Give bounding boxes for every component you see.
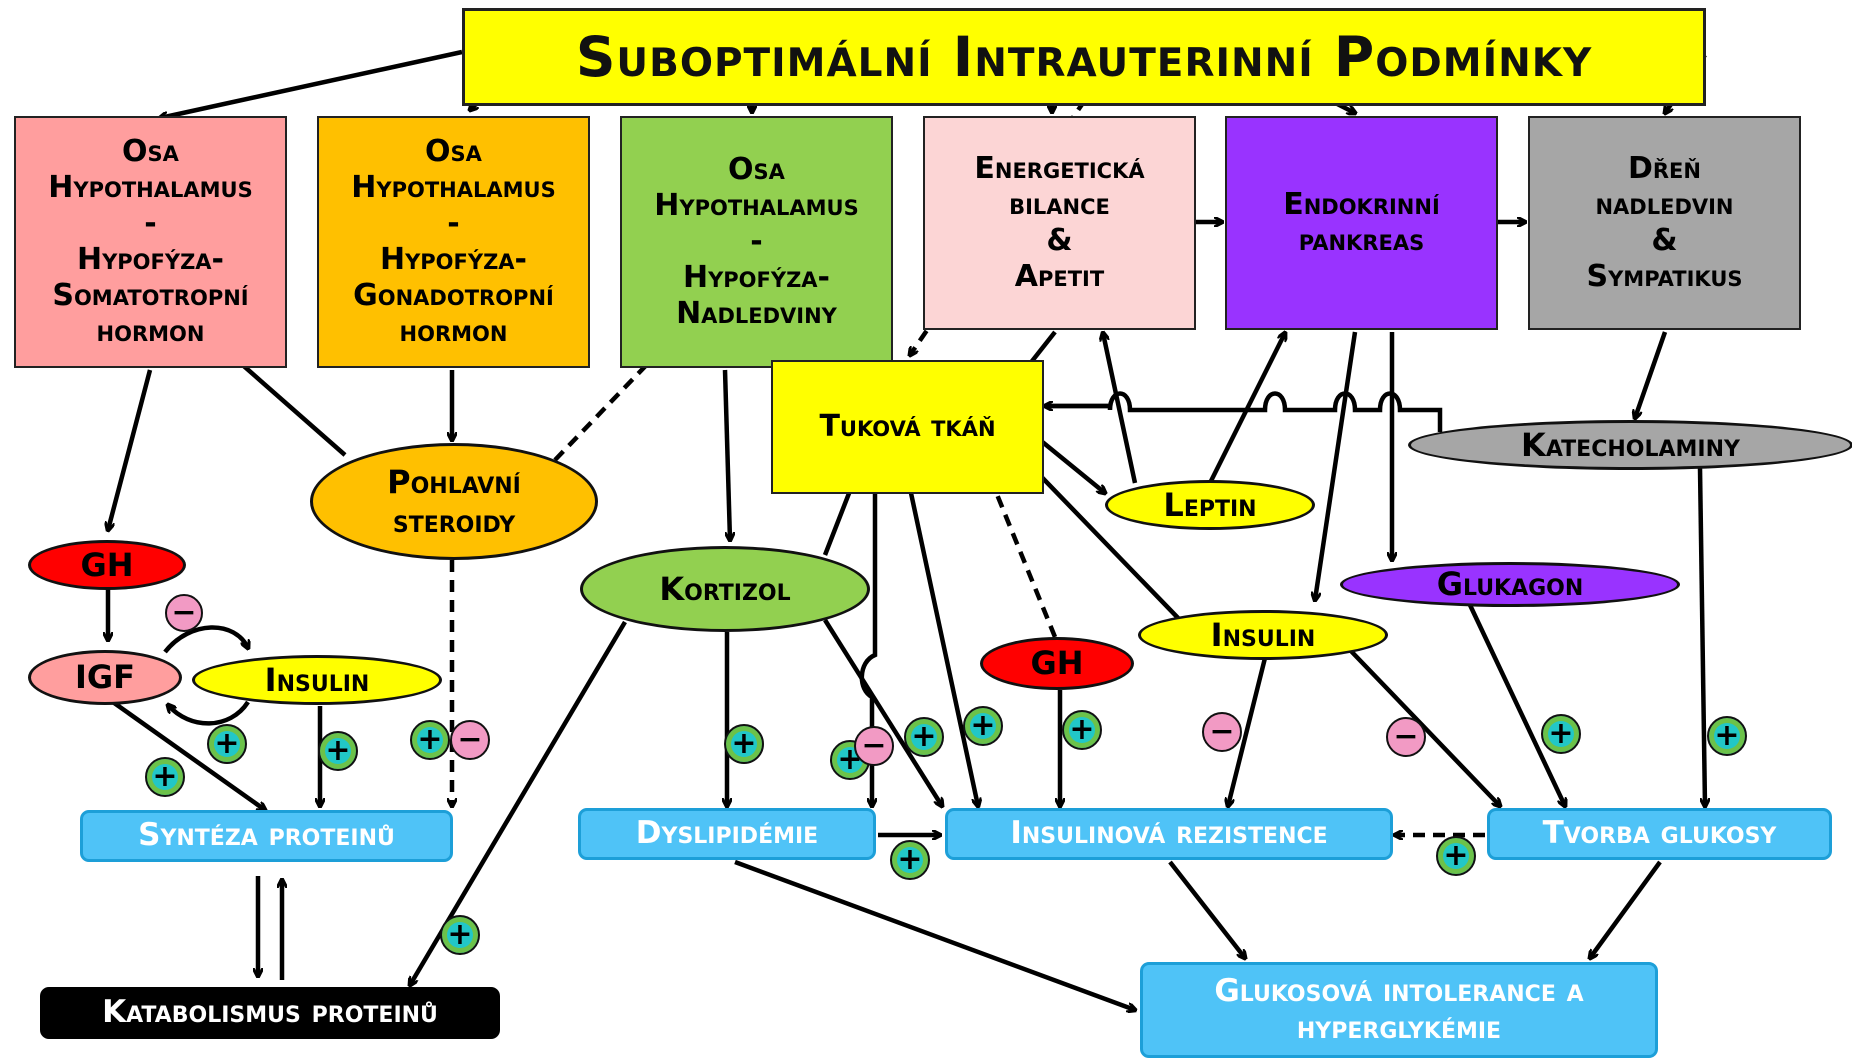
arrow-adipose-to-dyslipidemia (859, 465, 878, 806)
arrow-gh-mid-to-adipose (985, 465, 1058, 638)
protein-synthesis-box: Syntéza proteinů (80, 810, 453, 862)
adrenal-axis-box: Osa Hypothalamus - Hypofýza- Nadledviny (620, 116, 893, 368)
plus-marker: + (145, 757, 185, 797)
arrow-medulla-to-catecholamines (1635, 331, 1668, 418)
plus-marker: + (318, 731, 358, 771)
arrow-catecholamines-to-glucose-production (1697, 467, 1705, 806)
arrow-cortisol-to-resistance (823, 618, 942, 806)
arrow-leptin-to-energy (1103, 333, 1138, 484)
adrenal-axis-line-5: Nadledviny (676, 296, 837, 331)
plus-marker: + (440, 915, 480, 955)
arrow-adipose-to-leptin (1038, 438, 1105, 493)
gonad-axis-line-3: - (447, 206, 460, 241)
arrow-dyslipidemia-to-intolerance (734, 859, 1135, 1010)
pancreas-box: Endokrinní pankreas (1225, 116, 1498, 330)
arrow-pancreas-to-insulin-mid (1315, 331, 1358, 600)
arrow-insulin-mid-to-adipose (1030, 465, 1182, 622)
leptin-oval: Leptin (1105, 480, 1315, 530)
minus-marker: − (854, 726, 894, 766)
medulla-line-1: Dřeň (1627, 151, 1701, 186)
gonad-axis-line-1: Osa (425, 134, 482, 169)
arrow-igf-to-synthesis (108, 698, 265, 810)
adrenal-axis-line-2: Hypothalamus (654, 188, 859, 223)
gh-left-oval: GH (28, 540, 186, 590)
medulla-line-2: nadledvin (1595, 187, 1734, 222)
sex-steroids-line-2: steroidy (392, 501, 516, 540)
gonad-axis-line-2: Hypothalamus (351, 170, 556, 205)
plus-marker: + (207, 724, 247, 764)
arc-insulin-igf-bottom (168, 700, 250, 726)
sex-steroids-line-1: Pohlavní (387, 463, 521, 502)
arrow-title-to-gh-axis (160, 49, 463, 118)
gonad-axis-line-5: Gonadotropní (353, 278, 554, 313)
glucagon-oval: Glukagon (1340, 562, 1680, 607)
adipose-tissue-box: Tuková tkáň (771, 360, 1044, 494)
glucose-intolerance-box: Glukosová intolerance a hyperglykémie (1140, 962, 1658, 1058)
plus-marker: + (1707, 716, 1747, 756)
pancreas-line-1: Endokrinní (1283, 187, 1440, 222)
arrow-catecholamines-to-adipose (1045, 391, 1443, 432)
minus-marker: − (165, 594, 203, 632)
minus-marker: − (1202, 712, 1242, 752)
energy-line-3: & (1046, 223, 1073, 258)
adrenal-axis-line-4: Hypofýza- (682, 260, 831, 295)
arrow-resistance-to-intolerance (1168, 860, 1245, 958)
energy-line-1: Energetická (974, 151, 1145, 186)
plus-marker: + (724, 724, 764, 764)
insulin-mid-oval: Insulin (1138, 610, 1388, 660)
gh-axis-line-3: - (144, 206, 157, 241)
arrow-steroids-to-adrenal-axis (553, 328, 682, 462)
arrow-insulin-mid-to-glucose-production (1348, 648, 1500, 806)
arrow-insulin-mid-to-resistance (1228, 657, 1268, 806)
plus-marker: + (890, 840, 930, 880)
arrow-adipose-to-resistance (902, 464, 978, 806)
plus-marker: + (1062, 710, 1102, 750)
plus-marker: + (904, 717, 944, 757)
gh-axis-line-5: Somatotropní (52, 278, 249, 313)
gh-axis-box: Osa Hypothalamus - Hypofýza- Somatotropn… (14, 116, 287, 368)
plus-marker: + (963, 706, 1003, 746)
gonad-axis-line-6: hormon (399, 314, 508, 349)
plus-marker: + (1436, 836, 1476, 876)
minus-marker: − (450, 720, 490, 760)
gh-axis-line-1: Osa (122, 134, 179, 169)
diagram-title: Suboptimální Intrauterinní Podmínky (462, 8, 1706, 106)
protein-catabolism-box: Katabolismus proteinů (40, 987, 500, 1039)
gonad-axis-line-4: Hypofýza- (379, 242, 528, 277)
intolerance-line-2: hyperglykémie (1296, 1010, 1502, 1046)
gh-mid-oval: GH (980, 637, 1134, 690)
arrow-gh-axis-to-gh (108, 369, 153, 530)
medulla-line-4: Sympatikus (1586, 259, 1743, 294)
cortisol-oval: Kortizol (580, 546, 870, 632)
insulin-left-oval: Insulin (192, 655, 442, 705)
igf-oval: IGF (28, 650, 182, 705)
energy-balance-box: Energetická bilance & Apetit (923, 116, 1196, 330)
adrenal-axis-line-3: - (750, 224, 763, 259)
adrenal-medulla-box: Dřeň nadledvin & Sympatikus (1528, 116, 1801, 330)
glucose-production-box: Tvorba glukosy (1487, 808, 1832, 860)
arrow-glucose-production-to-intolerance (1590, 860, 1662, 958)
intolerance-line-1: Glukosová intolerance a (1214, 972, 1584, 1009)
energy-line-2: bilance (1009, 187, 1110, 222)
gh-axis-line-6: hormon (96, 314, 205, 349)
adrenal-axis-line-1: Osa (728, 152, 785, 187)
dyslipidemia-box: Dyslipidémie (578, 808, 876, 860)
gh-axis-line-2: Hypothalamus (48, 170, 253, 205)
plus-marker: + (1541, 714, 1581, 754)
catecholamines-oval: Katecholaminy (1408, 420, 1852, 470)
arrow-adrenal-axis-to-cortisol (722, 369, 730, 540)
pancreas-line-2: pankreas (1298, 223, 1425, 258)
sex-steroids-oval: Pohlavní steroidy (310, 443, 598, 560)
energy-line-4: Apetit (1014, 259, 1105, 294)
arc-igf-insulin-top (163, 625, 248, 654)
insulin-resistance-box: Insulinová rezistence (945, 808, 1393, 860)
gh-axis-line-4: Hypofýza- (76, 242, 225, 277)
minus-marker: − (1386, 717, 1426, 757)
medulla-line-3: & (1651, 223, 1678, 258)
gonad-axis-box: Osa Hypothalamus - Hypofýza- Gonadotropn… (317, 116, 590, 368)
plus-marker: + (410, 720, 450, 760)
arrow-glucagon-to-glucose-production (1467, 604, 1565, 806)
